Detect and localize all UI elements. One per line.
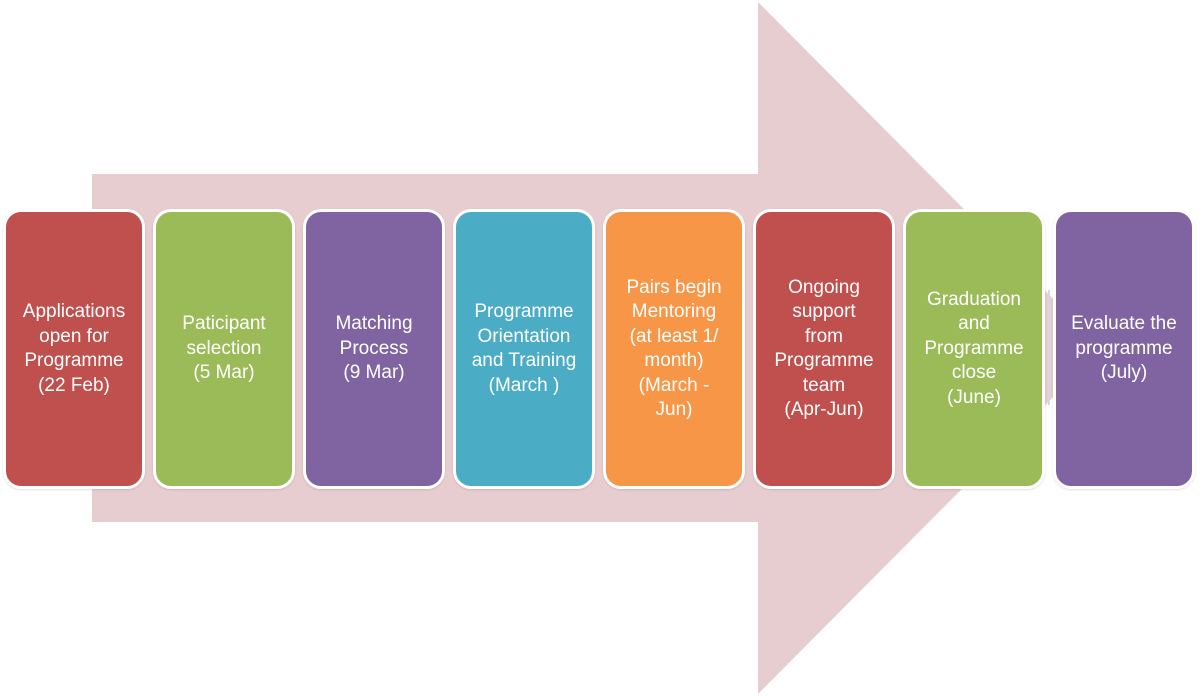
- step-matching-process: Matching Process (9 Mar): [303, 209, 445, 489]
- step-ongoing-support: Ongoing support from Programme team (Apr…: [753, 209, 895, 489]
- step-label: Programme Orientation and Training (Marc…: [471, 301, 577, 396]
- step-applications-open: Applications open for Programme (22 Feb): [3, 209, 145, 489]
- step-pairs-begin-mentoring: Pairs begin Mentoring (at least 1/ month…: [603, 209, 745, 489]
- step-evaluate-programme: Evaluate the programme (July): [1053, 209, 1195, 489]
- step-label: Matching Process (9 Mar): [335, 313, 413, 384]
- step-graduation-close: Graduation and Programme close (June): [903, 209, 1045, 489]
- step-label: Pairs begin Mentoring (at least 1/ month…: [626, 276, 722, 421]
- divider: [1048, 290, 1050, 405]
- step-label: Ongoing support from Programme team (Apr…: [774, 276, 874, 421]
- step-label: Paticipant selection (5 Mar): [182, 313, 266, 384]
- step-orientation-training: Programme Orientation and Training (Marc…: [453, 209, 595, 489]
- timeline-arrow-shape: [92, 2, 1102, 694]
- step-label: Evaluate the programme (July): [1071, 313, 1177, 384]
- step-participant-selection: Paticipant selection (5 Mar): [153, 209, 295, 489]
- step-label: Graduation and Programme close (June): [924, 288, 1024, 408]
- step-label: Applications open for Programme (22 Feb): [22, 301, 126, 396]
